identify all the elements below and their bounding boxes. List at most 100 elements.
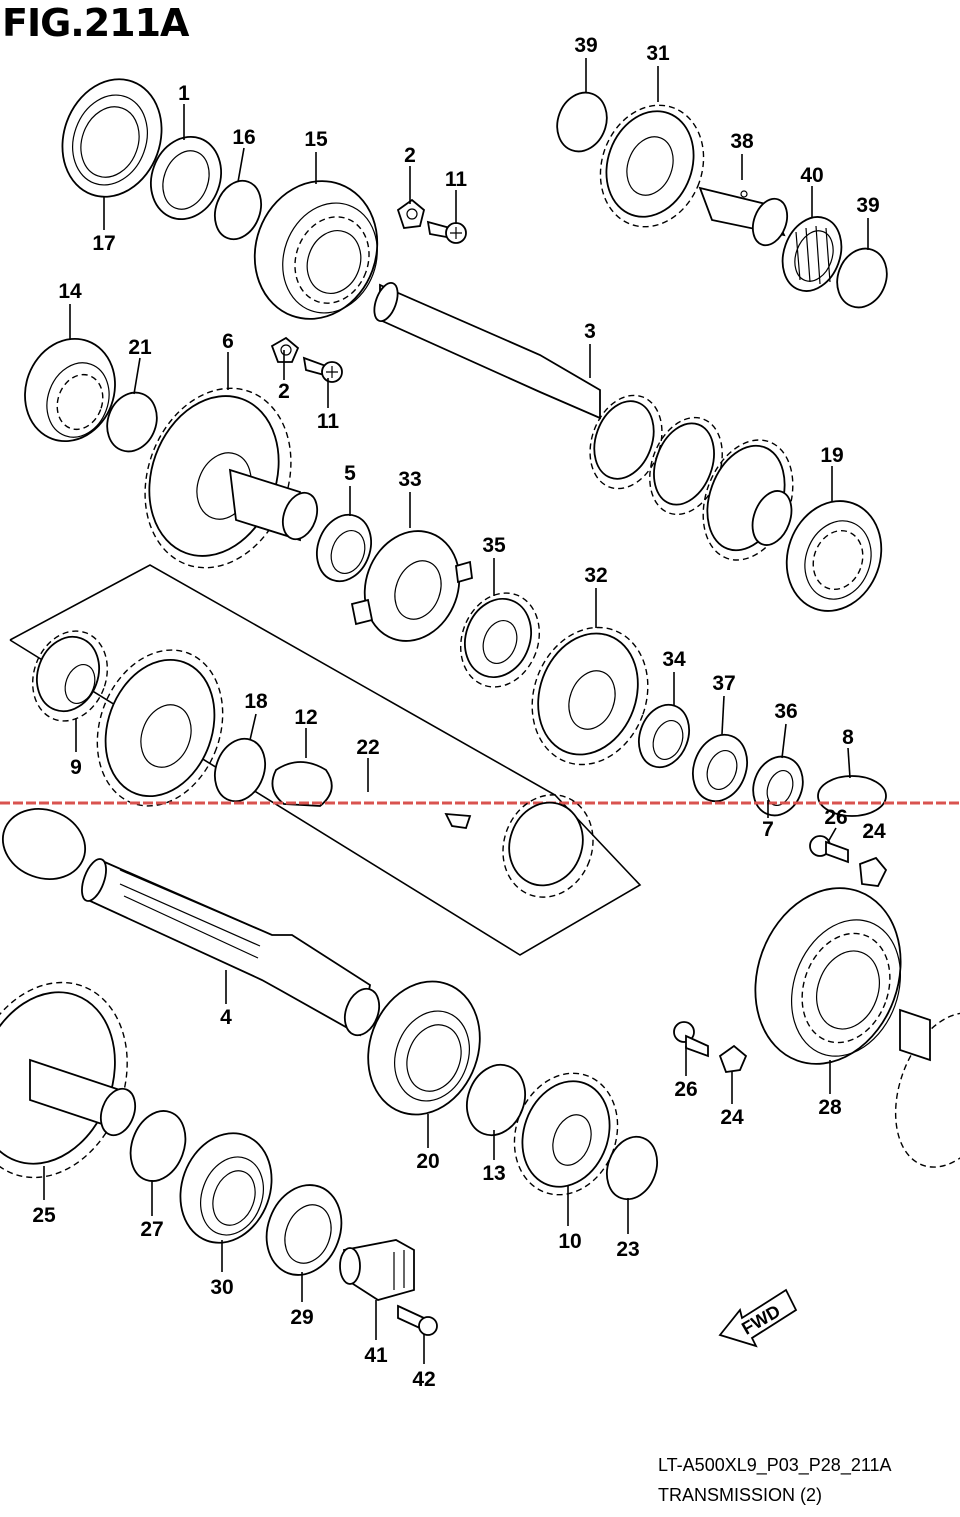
part-39-washer-right[interactable] xyxy=(829,242,895,315)
part-30-bearing[interactable] xyxy=(166,1120,287,1255)
part-38-bushing[interactable] xyxy=(698,186,793,250)
part-3-countershaft[interactable] xyxy=(370,280,809,573)
callout-10: 10 xyxy=(558,1230,581,1253)
part-31-gear[interactable] xyxy=(584,91,720,242)
callout-35: 35 xyxy=(482,534,506,557)
callout-42: 42 xyxy=(412,1368,435,1391)
callout-22: 22 xyxy=(356,736,379,759)
part-26-bolt-upper[interactable] xyxy=(809,835,849,864)
part-11-screw-upper[interactable] xyxy=(426,220,467,244)
part-24-washer-upper[interactable] xyxy=(859,856,888,887)
part-32-gear[interactable] xyxy=(513,611,666,781)
callout-labels: 1 2 2 3 4 5 6 7 8 9 10 11 11 12 13 14 15… xyxy=(32,34,886,1391)
part-2-washer-upper[interactable] xyxy=(396,198,426,229)
part-27-washer[interactable] xyxy=(121,1103,194,1188)
part-1-bushing[interactable] xyxy=(140,127,233,229)
callout-26a: 26 xyxy=(824,806,847,829)
part-35-gear[interactable] xyxy=(448,582,552,698)
callout-16: 16 xyxy=(232,126,255,149)
callout-7: 7 xyxy=(762,818,774,841)
callout-41: 41 xyxy=(364,1344,388,1367)
callout-39a: 39 xyxy=(574,34,597,57)
callout-14: 14 xyxy=(58,280,82,303)
part-2-washer-lower[interactable] xyxy=(270,336,300,363)
callout-39b: 39 xyxy=(856,194,879,217)
part-42-bolt[interactable] xyxy=(397,1304,438,1336)
part-4-drive-shaft[interactable] xyxy=(77,856,385,1040)
callout-1: 1 xyxy=(178,82,190,105)
callout-23: 23 xyxy=(616,1238,639,1261)
callout-24a: 24 xyxy=(862,820,886,843)
part-18-washer[interactable] xyxy=(207,732,274,809)
part-25-gear[interactable] xyxy=(0,960,154,1200)
callout-28: 28 xyxy=(818,1096,842,1119)
part-17-oil-seal[interactable] xyxy=(46,65,177,211)
part-15-bearing[interactable] xyxy=(236,164,397,337)
figure-title: FIG.211A xyxy=(2,1,189,45)
part-33-shift-dog[interactable] xyxy=(350,518,475,655)
part-21-washer[interactable] xyxy=(99,386,165,459)
part-14-bearing[interactable] xyxy=(11,326,129,454)
callout-21: 21 xyxy=(128,336,152,359)
callout-9: 9 xyxy=(70,756,82,779)
callout-36: 36 xyxy=(774,700,797,723)
callout-34: 34 xyxy=(662,648,686,671)
callout-19: 19 xyxy=(820,444,843,467)
callout-11a: 11 xyxy=(445,168,468,191)
leader-lines xyxy=(43,58,869,1364)
callout-25: 25 xyxy=(32,1204,56,1227)
callout-27: 27 xyxy=(140,1218,163,1241)
fwd-arrow: FWD xyxy=(718,1288,798,1348)
part-12-circlip[interactable] xyxy=(271,761,333,807)
part-40-needle-bearing[interactable] xyxy=(773,209,852,300)
callout-32: 32 xyxy=(584,564,607,587)
callout-24b: 24 xyxy=(720,1106,744,1129)
model-code: LT-A500XL9_P03_P28_211A xyxy=(658,1455,892,1475)
part-19-bearing[interactable] xyxy=(772,488,897,625)
part-24-washer-lower[interactable] xyxy=(718,1044,748,1073)
part-5-bearing[interactable] xyxy=(308,507,380,589)
section-name: TRANSMISSION (2) xyxy=(658,1485,823,1505)
part-26-bolt-lower[interactable] xyxy=(673,1021,709,1058)
part-washer-left-edge[interactable] xyxy=(0,798,95,891)
callout-26b: 26 xyxy=(674,1078,697,1101)
callout-12: 12 xyxy=(294,706,317,729)
part-11-screw-lower[interactable] xyxy=(302,356,343,383)
part-gear-right-edge[interactable] xyxy=(876,998,960,1183)
callout-33: 33 xyxy=(398,468,421,491)
callout-6: 6 xyxy=(222,330,234,353)
callout-5: 5 xyxy=(344,462,356,485)
callout-40: 40 xyxy=(800,164,823,187)
callout-31: 31 xyxy=(646,42,670,65)
part-20-bearing[interactable] xyxy=(350,966,498,1131)
callout-29: 29 xyxy=(290,1306,313,1329)
callout-30: 30 xyxy=(210,1276,233,1299)
part-6-gear[interactable] xyxy=(121,368,323,589)
callout-37: 37 xyxy=(712,672,735,695)
callout-8: 8 xyxy=(842,726,854,749)
callout-2a: 2 xyxy=(404,144,416,167)
part-8-washer[interactable] xyxy=(817,775,887,817)
part-39-washer-left[interactable] xyxy=(549,86,615,159)
part-16-o-ring[interactable] xyxy=(207,174,269,245)
part-9-gear[interactable] xyxy=(20,620,119,731)
callout-20: 20 xyxy=(416,1150,439,1173)
callout-2b: 2 xyxy=(278,380,290,403)
part-28-bearing[interactable] xyxy=(731,867,924,1084)
part-41-speed-sensor[interactable] xyxy=(339,1239,415,1301)
part-36-lock-washer[interactable] xyxy=(745,750,811,823)
callout-15: 15 xyxy=(304,128,328,151)
callout-3: 3 xyxy=(584,320,596,343)
part-23-circlip[interactable] xyxy=(599,1130,666,1207)
callout-38: 38 xyxy=(730,130,754,153)
part-29-oil-seal[interactable] xyxy=(254,1174,353,1285)
callout-11b: 11 xyxy=(317,410,340,433)
figure-footer: LT-A500XL9_P03_P28_211A TRANSMISSION (2) xyxy=(658,1450,892,1510)
part-37-lock-washer[interactable] xyxy=(684,727,756,809)
callout-17: 17 xyxy=(92,232,115,255)
gear-group-outline xyxy=(9,564,642,956)
part-34-bearing[interactable] xyxy=(631,698,698,775)
part-gear-large-left[interactable] xyxy=(76,632,243,823)
part-gear-group-lower[interactable] xyxy=(444,782,607,910)
